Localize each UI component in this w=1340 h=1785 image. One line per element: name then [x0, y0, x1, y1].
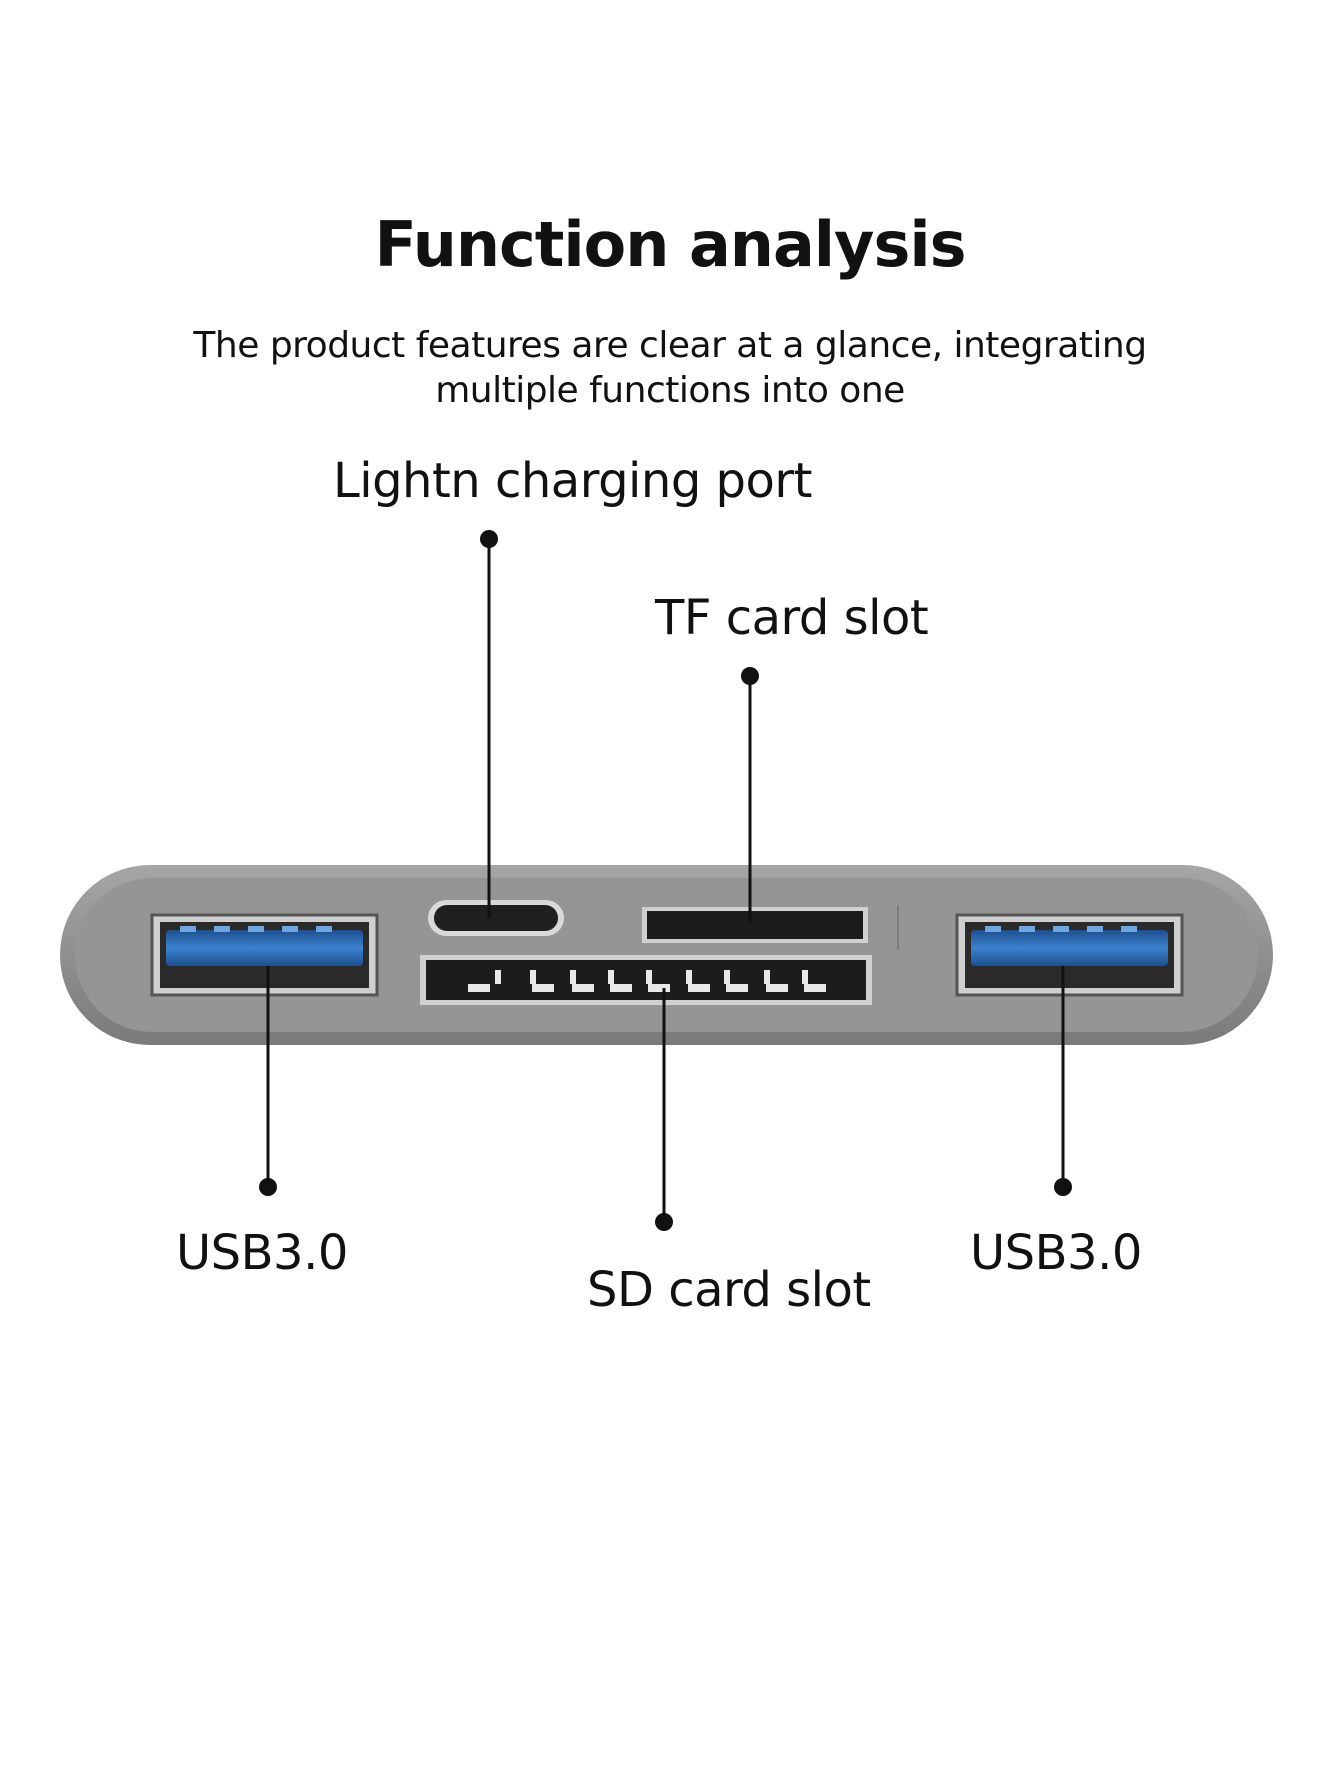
callout-dot-usb-left: [259, 1178, 277, 1196]
subtitle-line-2: multiple functions into one: [435, 370, 905, 411]
tf-card-slot: [642, 907, 868, 943]
label-usb-left: USB3.0: [176, 1225, 348, 1281]
usb-port-left: [150, 913, 379, 997]
label-lightning-port: Lightn charging port: [333, 453, 812, 509]
label-tf-card-slot: TF card slot: [655, 590, 929, 646]
subtitle-line-1: The product features are clear at a glan…: [193, 325, 1147, 366]
usb-port-right: [955, 913, 1184, 997]
label-sd-card-slot: SD card slot: [587, 1262, 871, 1318]
callout-dot-sd: [655, 1213, 673, 1231]
label-usb-right: USB3.0: [970, 1225, 1142, 1281]
lightning-port: [428, 900, 564, 936]
sd-card-slot: [420, 955, 872, 1005]
callout-dot-tf: [741, 667, 759, 685]
page-title: Function analysis: [374, 208, 966, 281]
callout-dot-lightning: [480, 530, 498, 548]
callout-dot-usb-right: [1054, 1178, 1072, 1196]
